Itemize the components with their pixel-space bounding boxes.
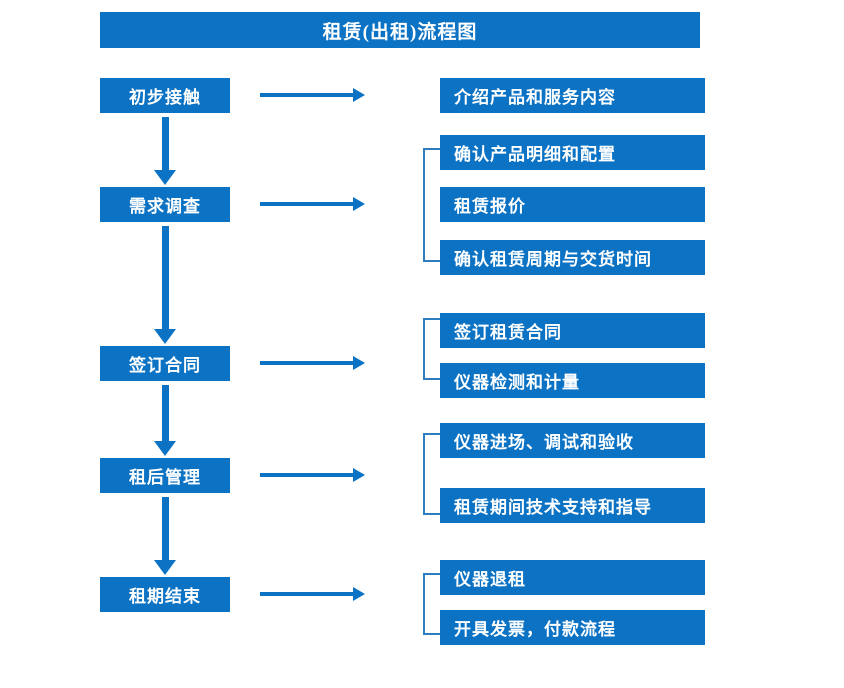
detail-box-10[interactable]: 开具发票，付款流程 bbox=[440, 610, 705, 645]
vertical-arrow-3 bbox=[154, 385, 176, 456]
detail-box-3[interactable]: 租赁报价 bbox=[440, 187, 705, 222]
detail-box-7[interactable]: 仪器进场、调试和验收 bbox=[440, 423, 705, 458]
detail-box-2[interactable]: 确认产品明细和配置 bbox=[440, 135, 705, 170]
stage-box-1[interactable]: 初步接触 bbox=[100, 78, 230, 113]
detail-box-5[interactable]: 签订租赁合同 bbox=[440, 313, 705, 348]
stage-box-3[interactable]: 签订合同 bbox=[100, 346, 230, 381]
stage-box-2[interactable]: 需求调查 bbox=[100, 187, 230, 222]
stage-box-5[interactable]: 租期结束 bbox=[100, 577, 230, 612]
flowchart-title: 租赁(出租)流程图 bbox=[100, 12, 700, 48]
group-bracket-3 bbox=[423, 318, 440, 380]
vertical-arrow-2 bbox=[154, 226, 176, 344]
horizontal-arrow-3 bbox=[260, 356, 365, 370]
detail-box-6[interactable]: 仪器检测和计量 bbox=[440, 363, 705, 398]
detail-box-9[interactable]: 仪器退租 bbox=[440, 560, 705, 595]
stage-box-4[interactable]: 租后管理 bbox=[100, 458, 230, 493]
group-bracket-5 bbox=[423, 573, 440, 635]
group-bracket-4 bbox=[423, 433, 440, 515]
horizontal-arrow-1 bbox=[260, 88, 365, 102]
horizontal-arrow-2 bbox=[260, 197, 365, 211]
detail-box-8[interactable]: 租赁期间技术支持和指导 bbox=[440, 488, 705, 523]
horizontal-arrow-5 bbox=[260, 587, 365, 601]
detail-box-4[interactable]: 确认租赁周期与交货时间 bbox=[440, 240, 705, 275]
vertical-arrow-4 bbox=[154, 497, 176, 575]
detail-box-1[interactable]: 介绍产品和服务内容 bbox=[440, 78, 705, 113]
horizontal-arrow-4 bbox=[260, 468, 365, 482]
group-bracket-2 bbox=[423, 148, 440, 262]
vertical-arrow-1 bbox=[154, 117, 176, 185]
